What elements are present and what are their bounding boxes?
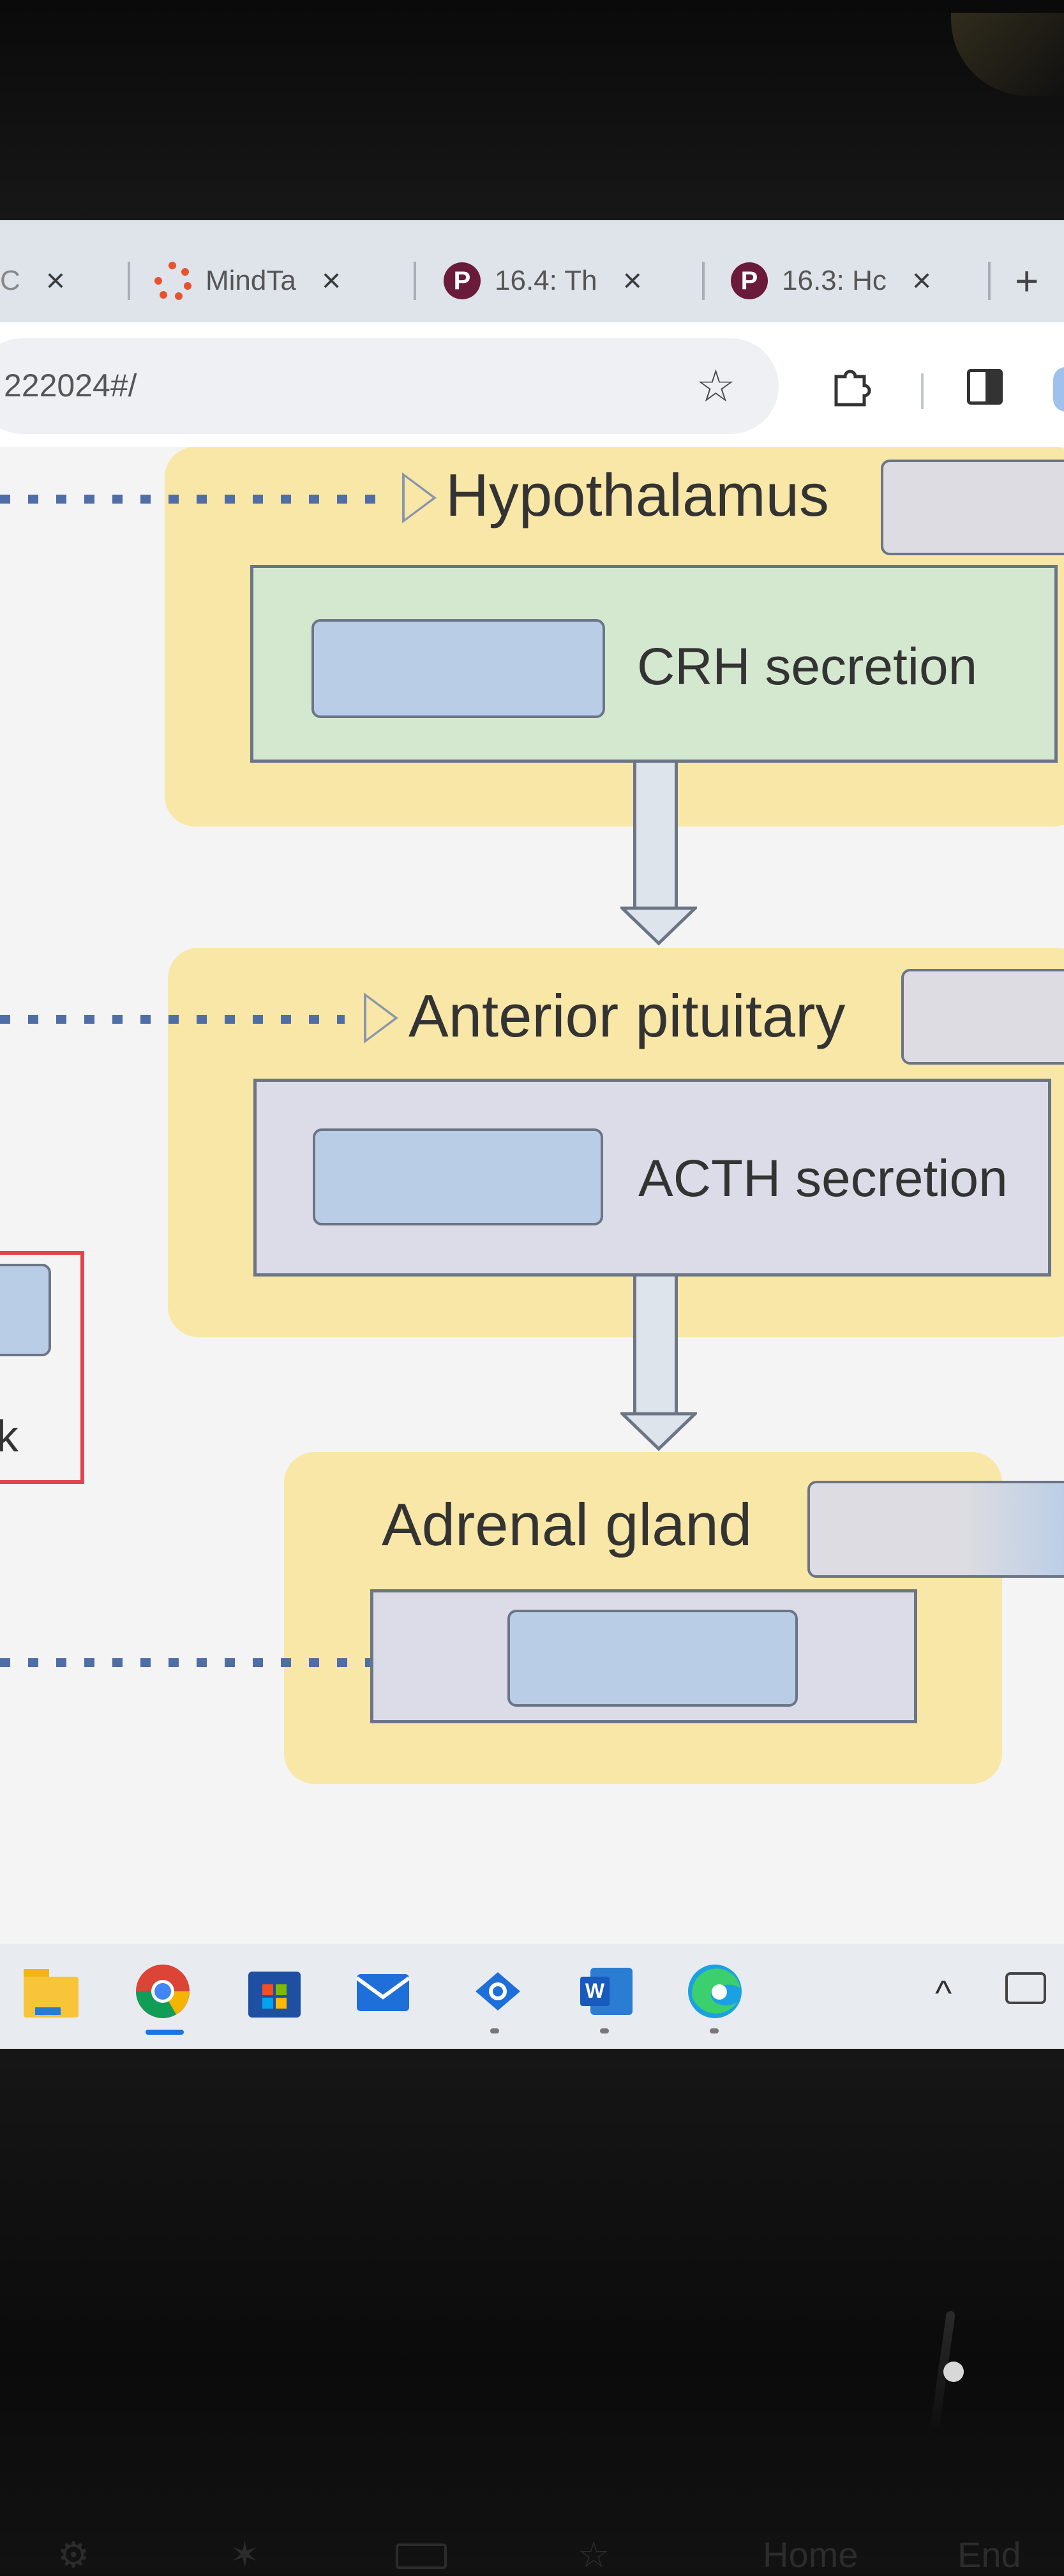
edge-icon[interactable] bbox=[686, 1963, 744, 2020]
feedback-dotted-line bbox=[0, 495, 383, 504]
running-app-indicator bbox=[600, 2028, 609, 2033]
tab-close-icon[interactable]: × bbox=[622, 262, 643, 299]
cortana-icon[interactable] bbox=[469, 1963, 527, 2020]
running-app-indicator bbox=[710, 2028, 719, 2033]
feedback-dotted-line bbox=[0, 1015, 345, 1024]
microsoft-store-icon[interactable] bbox=[246, 1963, 303, 2020]
tab-16-4[interactable]: P 16.4: Th × bbox=[444, 249, 642, 313]
crh-drop-target[interactable] bbox=[311, 619, 605, 718]
pin-icon: ✶ bbox=[230, 2535, 260, 2575]
end-key-label: End bbox=[957, 2535, 1021, 2575]
feedback-box-label: k bbox=[0, 1411, 19, 1461]
svg-text:W: W bbox=[585, 1979, 605, 2002]
down-arrow-icon bbox=[620, 1412, 697, 1451]
toolbar-separator bbox=[921, 373, 924, 409]
tab-label: 16.3: Hc bbox=[782, 265, 887, 296]
reflection-dot bbox=[943, 2362, 964, 2382]
monitor-bezel-bottom bbox=[0, 2049, 1064, 2573]
mindtap-icon bbox=[153, 262, 191, 300]
adrenal-drop-target[interactable] bbox=[807, 1481, 1064, 1578]
star-icon: ☆ bbox=[578, 2535, 610, 2575]
bookmark-star-icon[interactable]: ☆ bbox=[696, 361, 736, 411]
acth-drop-target[interactable] bbox=[313, 1128, 603, 1225]
tab-close-icon[interactable]: × bbox=[321, 262, 341, 299]
down-arrow-shaft bbox=[633, 763, 678, 913]
tab-16-3[interactable]: P 16.3: Hc × bbox=[731, 249, 931, 313]
new-tab-button[interactable]: + bbox=[1015, 249, 1038, 313]
plus-icon: + bbox=[1015, 258, 1039, 304]
connector-arrowhead bbox=[364, 992, 398, 1044]
tab-label: 16.4: Th bbox=[495, 265, 597, 296]
pituitary-drop-target[interactable] bbox=[901, 969, 1064, 1065]
profile-avatar[interactable] bbox=[1053, 367, 1064, 412]
pearson-icon: P bbox=[444, 262, 481, 299]
crh-secretion-label: CRH secretion bbox=[637, 638, 978, 696]
tab-label: MindTa bbox=[206, 265, 296, 296]
feedback-box bbox=[0, 1251, 84, 1484]
file-explorer-icon[interactable] bbox=[22, 1963, 80, 2020]
address-bar[interactable] bbox=[0, 338, 779, 434]
hypothalamus-drop-target[interactable] bbox=[881, 460, 1064, 555]
pearson-icon: P bbox=[731, 262, 768, 299]
feedback-drop-target[interactable] bbox=[0, 1264, 51, 1356]
tab-partial[interactable]: C × bbox=[0, 249, 65, 313]
tab-mindtap[interactable]: MindTa × bbox=[153, 249, 341, 313]
extensions-icon[interactable] bbox=[830, 364, 873, 407]
gear-icon: ⚙ bbox=[57, 2535, 90, 2575]
active-app-indicator bbox=[146, 2030, 184, 2035]
tab-strip bbox=[0, 220, 1064, 322]
tab-separator bbox=[988, 262, 991, 300]
tray-display-icon[interactable] bbox=[1005, 1972, 1046, 2004]
connector-arrowhead bbox=[402, 472, 437, 523]
word-icon[interactable]: W bbox=[578, 1963, 635, 2020]
tab-partial-label: C bbox=[0, 265, 20, 296]
keyboard-icon bbox=[396, 2543, 447, 2569]
acth-secretion-label: ACTH secretion bbox=[638, 1149, 1008, 1208]
tab-close-icon[interactable]: × bbox=[45, 262, 66, 299]
system-tray-chevron-icon[interactable]: ^ bbox=[935, 1973, 952, 2013]
running-app-indicator bbox=[490, 2028, 499, 2033]
home-key-label: Home bbox=[763, 2535, 858, 2575]
monitor-bezel-top bbox=[0, 0, 1064, 220]
tab-separator bbox=[702, 262, 705, 300]
hypothalamus-label: Hypothalamus bbox=[446, 461, 829, 528]
adrenal-gland-label: Adrenal gland bbox=[382, 1491, 753, 1558]
crh-secretion-box bbox=[250, 565, 1058, 763]
tab-close-icon[interactable]: × bbox=[911, 262, 932, 299]
down-arrow-shaft bbox=[633, 1277, 678, 1418]
url-text: 222024#/ bbox=[4, 368, 137, 403]
mail-icon[interactable] bbox=[354, 1963, 412, 2020]
feedback-dotted-line bbox=[0, 1658, 370, 1667]
adrenal-output-drop-target[interactable] bbox=[507, 1610, 798, 1707]
anterior-pituitary-label: Anterior pituitary bbox=[408, 982, 846, 1049]
tab-separator bbox=[414, 262, 416, 300]
chrome-icon[interactable] bbox=[134, 1963, 191, 2020]
down-arrow-icon bbox=[620, 906, 697, 946]
tab-separator bbox=[128, 262, 130, 300]
side-panel-icon[interactable] bbox=[967, 369, 1003, 405]
